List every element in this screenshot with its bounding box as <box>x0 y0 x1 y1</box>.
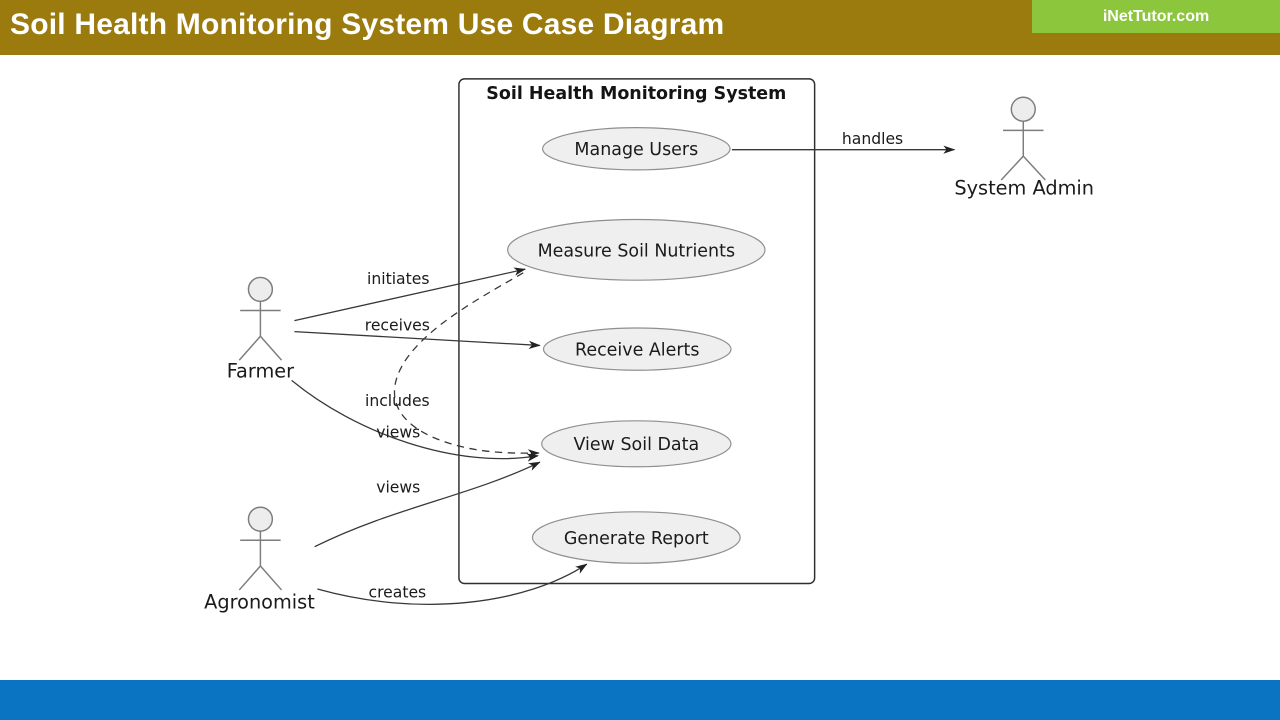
relation-views-farmer-label: views <box>376 423 420 441</box>
relation-views-farmer-line <box>291 379 539 462</box>
use-case-label: Manage Users <box>574 140 698 160</box>
relation-includes-label: includes <box>365 392 430 410</box>
use-case-generate-report: Generate Report <box>531 511 741 564</box>
use-case-label: Receive Alerts <box>575 341 700 361</box>
use-case-diagram: handles initiates receives includes view… <box>0 55 1280 680</box>
use-case-oval <box>541 420 732 468</box>
actor-agronomist: Agronomist <box>204 506 315 613</box>
relation-receives-line <box>294 331 541 349</box>
system-boundary-title: Soil Health Monitoring System <box>486 84 786 104</box>
brand-label: iNetTutor.com <box>1102 7 1210 25</box>
actor-head <box>247 506 274 532</box>
page-title: Soil Health Monitoring System Use Case D… <box>10 8 725 41</box>
relation-views-agronomist-label: views <box>376 479 420 497</box>
actor-label: Agronomist <box>204 590 315 613</box>
use-case-oval <box>541 127 731 171</box>
actor-body <box>238 531 283 591</box>
use-case-label: Generate Report <box>564 529 709 549</box>
relation-handles-label: handles <box>842 130 903 148</box>
use-case-oval <box>531 511 741 564</box>
actor-farmer: Farmer <box>227 276 294 383</box>
use-case-label: View Soil Data <box>574 435 700 455</box>
relation-initiates-label: initiates <box>367 270 429 288</box>
relation-creates-label: creates <box>369 583 427 601</box>
use-case-receive-alerts: Receive Alerts <box>542 327 732 371</box>
relation-views-agronomist-line <box>314 461 541 548</box>
footer-bar <box>0 680 1280 720</box>
actor-label: Farmer <box>227 360 294 383</box>
use-case-measure-soil-nutrients: Measure Soil Nutrients <box>507 218 766 281</box>
use-case-view-soil-data: View Soil Data <box>541 420 732 468</box>
use-case-oval <box>542 327 732 371</box>
actor-head <box>1010 96 1036 122</box>
actor-label: System Admin <box>954 177 1094 200</box>
relation-initiates-line <box>294 267 527 322</box>
brand-box: iNetTutor.com <box>1032 0 1280 33</box>
actor-body <box>1000 121 1046 181</box>
actor-body <box>238 301 283 361</box>
use-case-manage-users: Manage Users <box>541 127 731 171</box>
relation-receives-label: receives <box>365 317 430 335</box>
relation-creates-line <box>317 563 588 605</box>
relation-includes-line <box>393 272 540 458</box>
actor-head <box>247 276 274 303</box>
actor-system-admin: System Admin <box>954 96 1094 200</box>
use-case-label: Measure Soil Nutrients <box>538 241 735 261</box>
use-case-oval <box>507 218 766 281</box>
diagram-canvas: handles initiates receives includes view… <box>204 78 1094 613</box>
